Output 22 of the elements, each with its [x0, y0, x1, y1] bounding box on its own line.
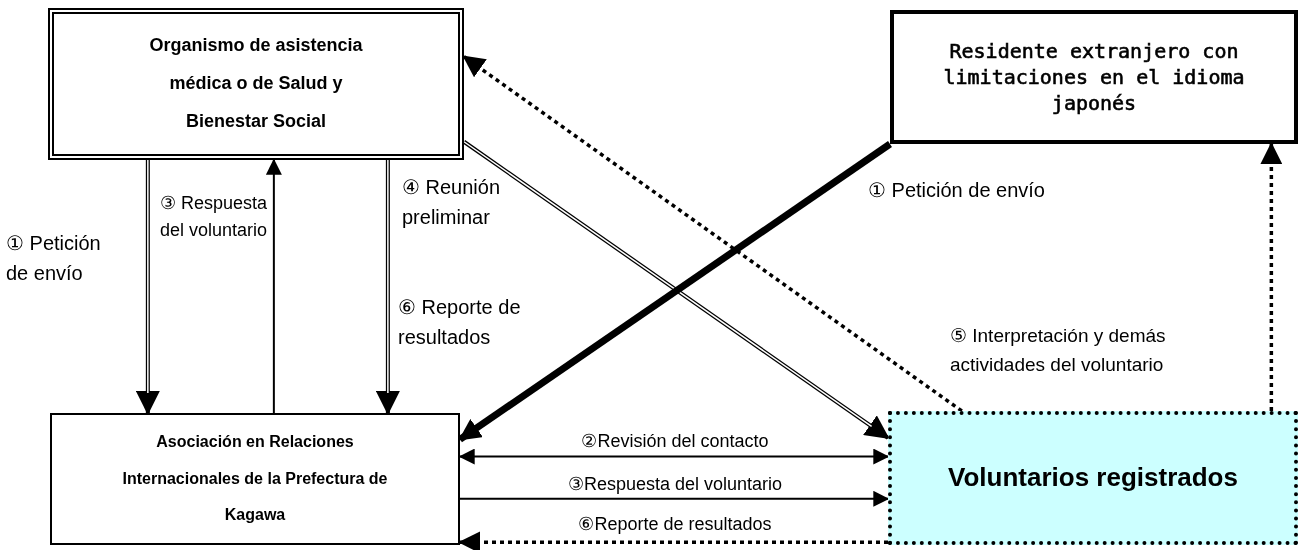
edge-label: ③Respuesta del voluntario: [566, 473, 784, 496]
node-label: Residente extranjero con limitaciones en el idioma japonés: [942, 38, 1246, 116]
process-box: [48, 8, 464, 160]
double-arrow: [375, 160, 400, 415]
edge-label: ⑥ Reporte de resultados: [398, 295, 522, 350]
edge-label: ① Petición de envío: [6, 231, 102, 286]
edge-label: ⑥Reporte de resultados: [577, 513, 773, 536]
edge-label: ① Petición de envío: [868, 178, 1046, 203]
edge-label: ④ Reunión preliminar: [402, 175, 502, 230]
edge-label: ③ Respuesta del voluntario: [160, 192, 268, 242]
edge-label: ⑤ Interpretación y demás actividades del voluntario: [950, 324, 1167, 377]
arrow: [265, 158, 282, 414]
double-arrow: [135, 160, 160, 415]
process-box: [50, 413, 460, 545]
dashed-arrow: [1260, 142, 1283, 411]
process-box: [890, 10, 1298, 144]
node-label: Asociación en Relaciones Internacionales de la Prefectura de Kagawa: [121, 431, 389, 526]
node-label: Organismo de asistencia médica o de Salud y Bienestar Social: [148, 34, 364, 133]
node-label: Voluntarios registrados: [948, 462, 1238, 494]
process-box: [888, 411, 1298, 545]
edge-label: ②Revisión del contacto: [580, 430, 770, 453]
arrow: [459, 490, 890, 507]
